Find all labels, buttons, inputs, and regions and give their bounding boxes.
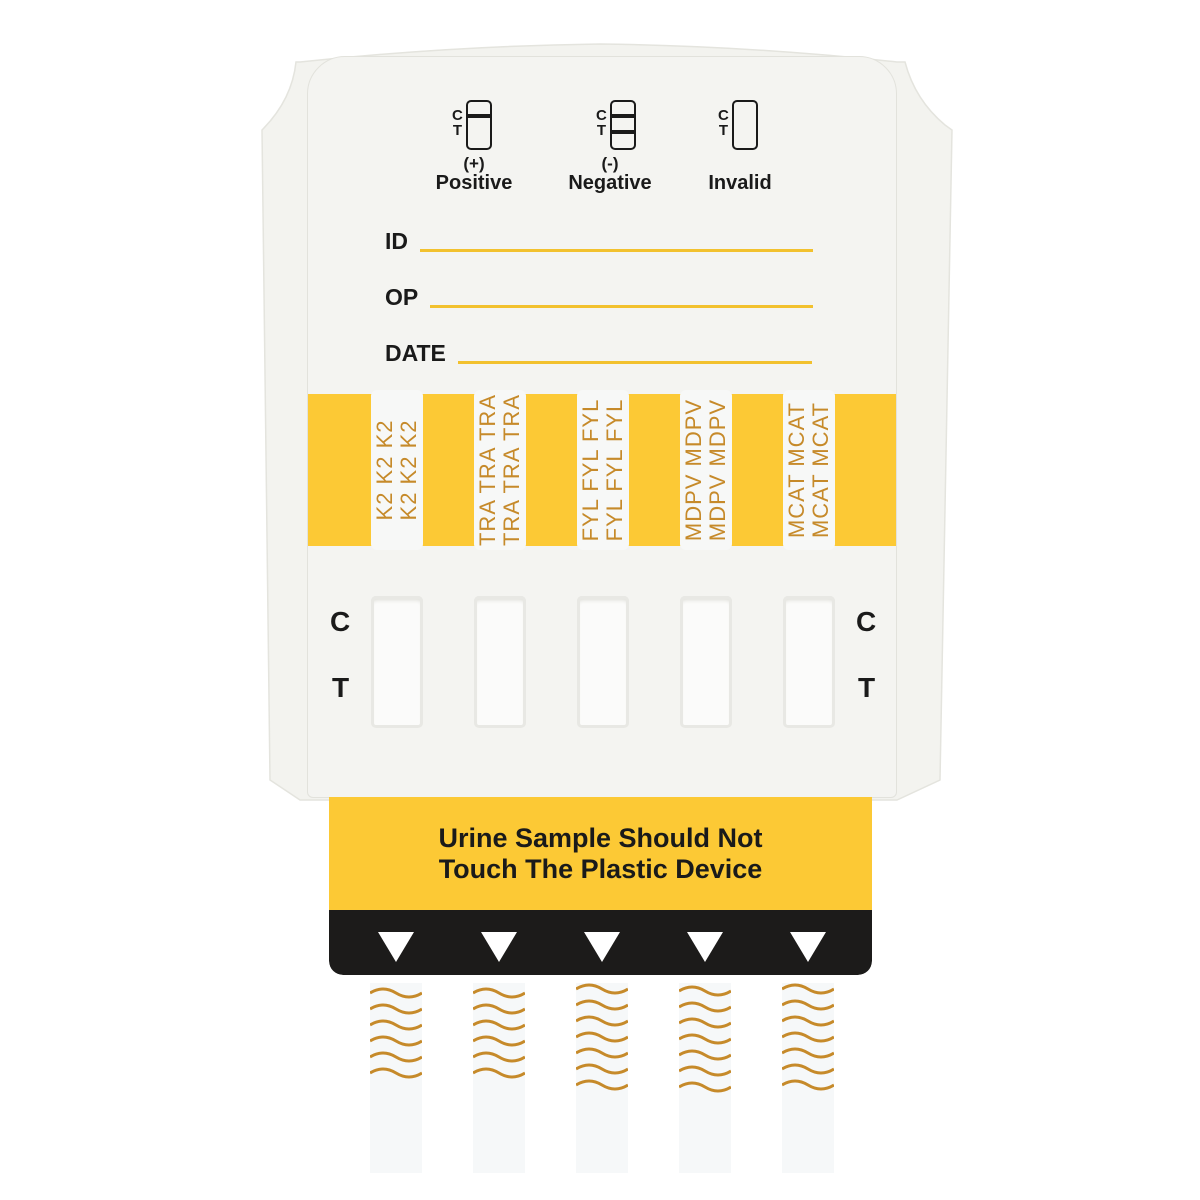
warning-label: Urine Sample Should Not Touch The Plasti…	[329, 797, 872, 975]
sample-strip-4	[679, 983, 731, 1173]
legend-label: Invalid	[708, 172, 772, 194]
sample-strip-5	[782, 983, 834, 1173]
legend-sign: (-)	[601, 154, 619, 173]
result-window-k2	[371, 596, 423, 728]
arrow-down-icon	[687, 932, 723, 962]
result-window-fyl	[577, 596, 629, 728]
legend-sign	[700, 155, 780, 172]
result-window-mdpv	[680, 596, 732, 728]
control-label-left: C	[330, 606, 351, 637]
id-input-line[interactable]	[420, 249, 813, 252]
warning-line-1: Urine Sample Should Not	[438, 822, 763, 853]
test-label-right: T	[858, 672, 876, 703]
arrow-down-icon	[378, 932, 414, 962]
date-input-line[interactable]	[457, 361, 812, 364]
sample-strip-3	[576, 983, 628, 1173]
result-window-tra	[474, 596, 526, 728]
id-label: ID	[385, 228, 408, 254]
id-field[interactable]: ID	[385, 228, 813, 254]
arrow-down-icon	[481, 932, 517, 962]
op-field[interactable]: OP	[385, 284, 814, 310]
legend-label: Positive	[435, 172, 513, 194]
arrow-down-icon	[790, 932, 826, 962]
result-window-mcat	[783, 596, 835, 728]
control-label-right: C	[856, 606, 877, 637]
legend-sign: (+)	[463, 154, 485, 173]
test-label-left: T	[332, 672, 350, 703]
sample-strip-2	[473, 983, 525, 1173]
op-input-line[interactable]	[430, 305, 814, 308]
date-label: DATE	[385, 340, 446, 366]
arrow-down-icon	[584, 932, 620, 962]
dip-indicator-bar	[329, 910, 872, 975]
date-field[interactable]: DATE	[385, 340, 812, 366]
legend-label: Negative	[568, 172, 652, 194]
op-label: OP	[385, 284, 419, 310]
sample-strip-1	[370, 983, 422, 1173]
warning-line-2: Touch The Plastic Device	[438, 853, 763, 884]
warning-text-area: Urine Sample Should Not Touch The Plasti…	[329, 797, 872, 910]
